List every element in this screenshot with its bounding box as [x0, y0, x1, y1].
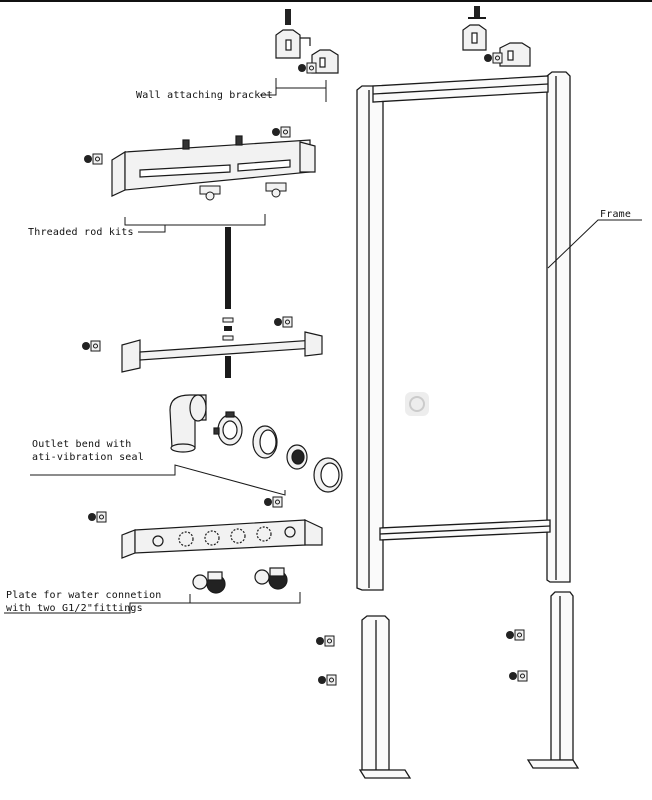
- watermark-icon: [405, 392, 429, 416]
- outlet-rings: [252, 425, 343, 493]
- bracket-bolt-left: [297, 62, 317, 74]
- g12-fittings: [192, 567, 288, 594]
- wall-bracket-label: Wall attaching bracket: [136, 89, 273, 102]
- rod-bracket-bolt-2: [83, 153, 103, 165]
- outlet-bend-text-1: Outlet bend with: [32, 439, 132, 450]
- bracket-bolt-right: [483, 52, 503, 64]
- outlet-callout-line: [30, 464, 286, 496]
- plate-callout-line: [4, 592, 301, 614]
- wall-bracket-left: [275, 9, 339, 74]
- plate-bolt-1: [263, 496, 283, 508]
- frame-legs: [358, 591, 580, 779]
- leg-bolt-3: [505, 629, 525, 641]
- frame-text: Frame: [600, 209, 632, 220]
- rod-callout-line: [124, 214, 266, 233]
- upper-rod-bracket: [111, 135, 316, 197]
- outlet-bend: [169, 394, 207, 453]
- rod-anchor-bolts: [199, 182, 287, 201]
- outlet-bend-text-2: ati-vibration seal: [32, 452, 144, 463]
- water-plate-text-2: with two G1/2"fittings: [6, 603, 143, 614]
- frame-callout-line: [547, 219, 642, 269]
- threaded-rod: [222, 227, 234, 378]
- lower-bracket-bolt-1: [273, 316, 293, 328]
- leg-bolt-2: [317, 674, 337, 686]
- water-plate-text-1: Plate for water connetion: [6, 590, 162, 601]
- vibration-seal: [213, 411, 243, 446]
- wall-bracket-text: Wall attaching bracket: [136, 90, 273, 101]
- threaded-rod-text: Threaded rod kits: [28, 227, 134, 238]
- leg-bolt-4: [508, 670, 528, 682]
- plate-bolt-2: [87, 511, 107, 523]
- wall-bracket-right: [462, 6, 531, 67]
- water-plate-label: Plate for water connetion with two G1/2"…: [6, 589, 162, 615]
- lower-rod-bracket: [121, 331, 323, 373]
- outlet-bend-label: Outlet bend with ati-vibration seal: [32, 438, 144, 464]
- frame-structure: [356, 71, 571, 591]
- leg-bolt-1: [315, 635, 335, 647]
- rod-bracket-bolt-1: [271, 126, 291, 138]
- threaded-rod-label: Threaded rod kits: [28, 226, 134, 239]
- lower-bracket-bolt-2: [81, 340, 101, 352]
- water-connection-plate: [121, 519, 323, 559]
- frame-label: Frame: [600, 208, 631, 221]
